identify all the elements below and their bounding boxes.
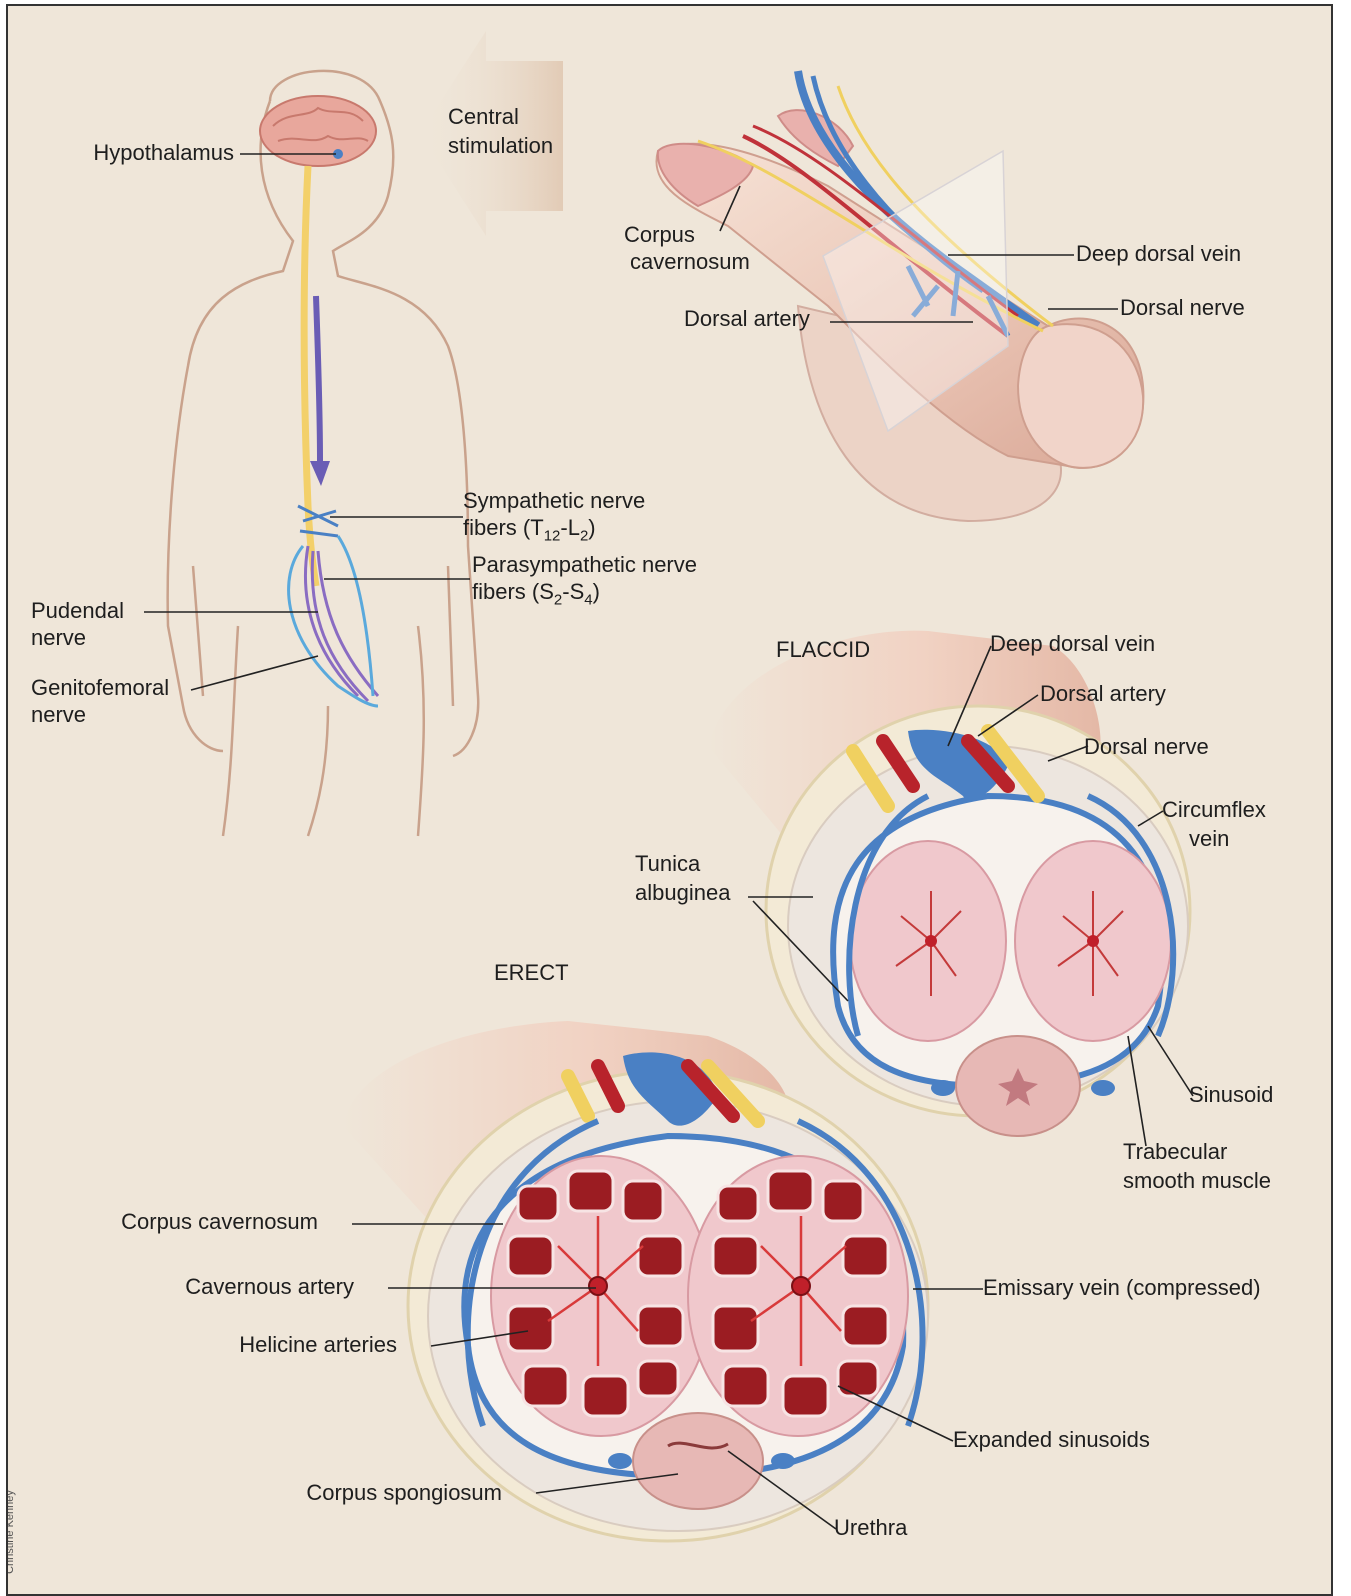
- label-emissary-vein: Emissary vein (compressed): [983, 1274, 1261, 1302]
- penis-dorsal-view: [656, 71, 1143, 521]
- label-tunica-line2: albuginea: [635, 879, 730, 907]
- label-central-stimulation-line2: stimulation: [448, 132, 553, 160]
- label-pudendal-line1: Pudendal: [31, 597, 124, 625]
- label-dorsal-artery-mid: Dorsal artery: [1040, 680, 1166, 708]
- erect-cross-section: [343, 1021, 928, 1541]
- label-deep-dorsal-vein-top: Deep dorsal vein: [1076, 240, 1241, 268]
- label-corpus-cavernosum-bottom: Corpus cavernosum: [121, 1208, 318, 1236]
- label-parasympathetic-line1: Parasympathetic nerve: [472, 551, 697, 579]
- label-corpus-spongiosum: Corpus spongiosum: [306, 1479, 502, 1507]
- label-hypothalamus: Hypothalamus: [93, 139, 234, 167]
- label-corpus-cavernosum-top-line1: Corpus: [624, 221, 695, 249]
- label-dorsal-nerve-top: Dorsal nerve: [1120, 294, 1245, 322]
- label-erect: ERECT: [494, 959, 569, 987]
- label-genitofemoral-line1: Genitofemoral: [31, 674, 169, 702]
- label-parasympathetic-line2: fibers (S2-S4): [472, 578, 600, 614]
- label-cavernous-artery: Cavernous artery: [185, 1273, 354, 1301]
- label-trabecular-line2: smooth muscle: [1123, 1167, 1271, 1195]
- descending-arrow: [310, 296, 330, 486]
- label-genitofemoral-line2: nerve: [31, 701, 86, 729]
- label-deep-dorsal-vein-mid: Deep dorsal vein: [990, 630, 1155, 658]
- label-dorsal-artery-top: Dorsal artery: [684, 305, 810, 333]
- label-dorsal-nerve-mid: Dorsal nerve: [1084, 733, 1209, 761]
- label-helicine-arteries: Helicine arteries: [239, 1331, 397, 1359]
- label-trabecular-line1: Trabecular: [1123, 1138, 1227, 1166]
- label-pudendal-line2: nerve: [31, 624, 86, 652]
- label-corpus-cavernosum-top-line2: cavernosum: [630, 248, 750, 276]
- label-sympathetic-line1: Sympathetic nerve: [463, 487, 645, 515]
- label-central-stimulation-line1: Central: [448, 103, 519, 131]
- label-expanded-sinusoids: Expanded sinusoids: [953, 1426, 1150, 1454]
- artist-credit: Christine Kenney: [6, 1490, 16, 1574]
- figure-frame: Hypothalamus Central stimulation Corpus …: [6, 4, 1333, 1596]
- label-circumflex-line1: Circumflex: [1162, 796, 1266, 824]
- label-sympathetic-line2: fibers (T12-L2): [463, 514, 596, 550]
- spinal-cord: [304, 166, 316, 586]
- nerve-plexus: [289, 506, 378, 706]
- label-tunica-line1: Tunica: [635, 850, 700, 878]
- label-urethra: Urethra: [834, 1514, 907, 1542]
- brain: [260, 96, 376, 166]
- label-flaccid: FLACCID: [776, 636, 870, 664]
- label-sinusoid: Sinusoid: [1189, 1081, 1273, 1109]
- label-circumflex-line2: vein: [1189, 825, 1229, 853]
